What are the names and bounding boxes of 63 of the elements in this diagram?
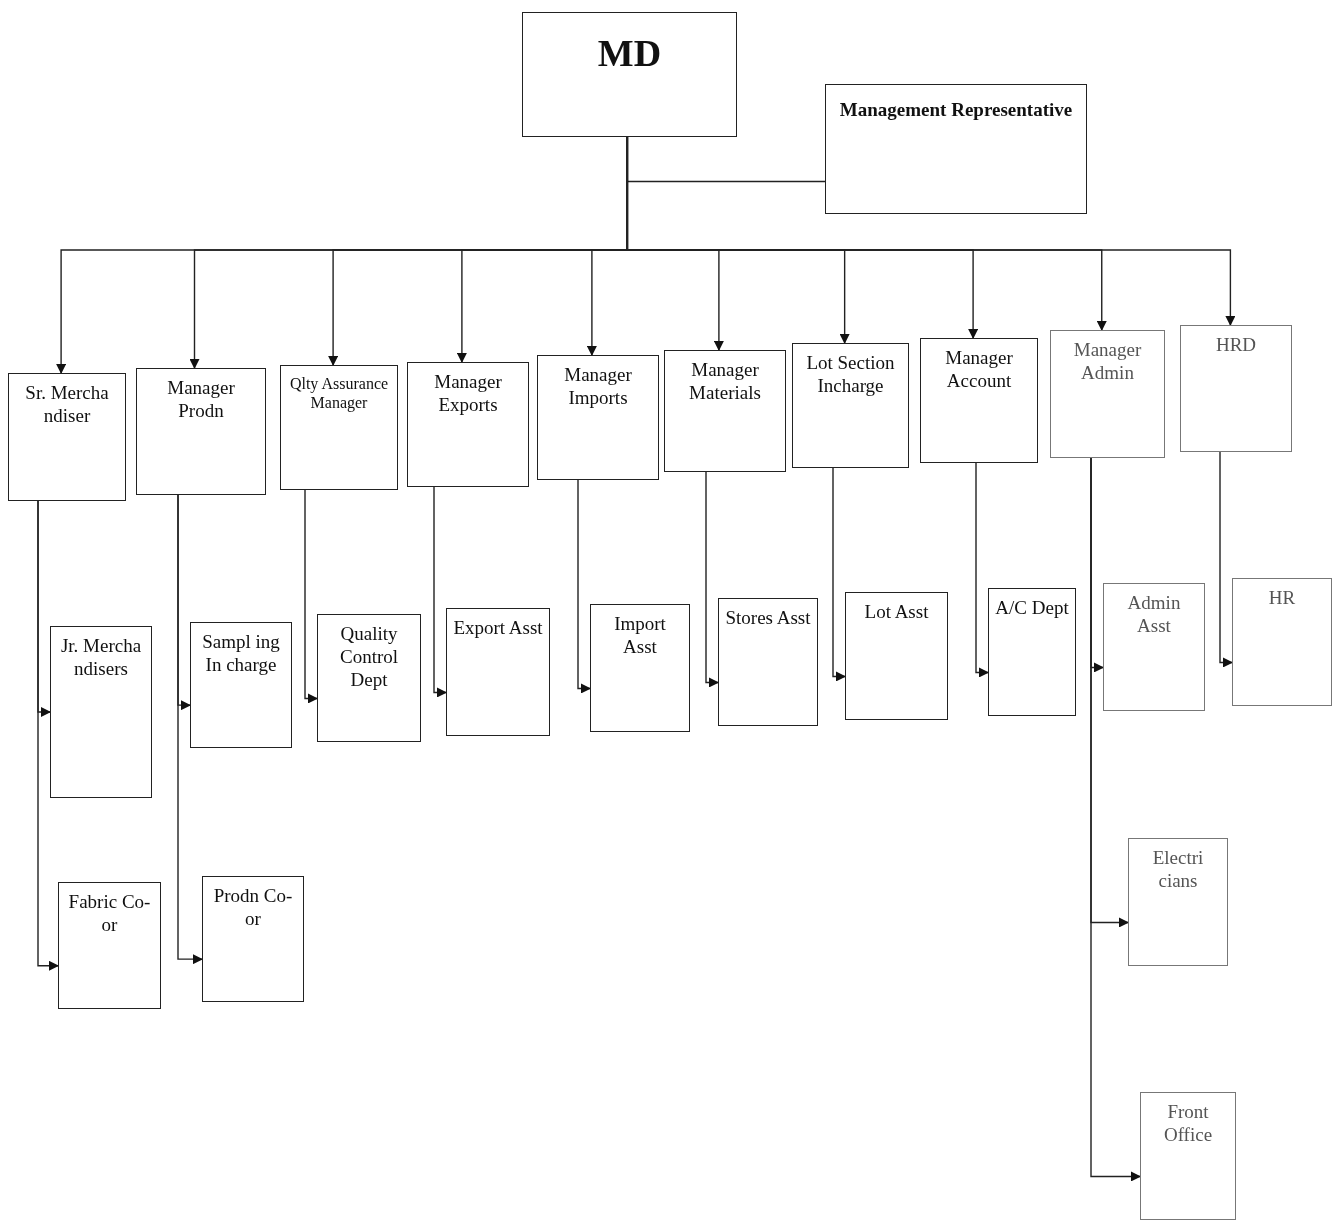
position-title: Manager Account [944,346,1014,393]
top-position-box [522,12,737,137]
position-box [8,373,126,501]
position-title: Sampl ing In charge [201,630,281,677]
position-box [280,365,398,490]
arrow [37,500,59,971]
position-box [1050,330,1165,458]
position-box [317,614,421,742]
position-title: Lot Section Incharge [805,351,896,398]
position-box [590,604,690,732]
arrow [304,489,318,704]
arrow [705,471,719,688]
position-title: Admin Asst [1126,591,1182,638]
position-title: Manager Materials [688,358,762,405]
position-box [58,882,161,1009]
position-title: Import Asst [613,612,667,659]
position-box [446,608,550,736]
position-box [190,622,292,748]
position-box [664,350,786,472]
position-title: Jr. Mercha ndisers [59,634,143,681]
position-title: MD [596,31,663,76]
position-title: HR [1267,586,1297,610]
arrow [1219,451,1233,668]
position-box [718,598,818,726]
position-title: Lot Asst [863,600,930,624]
position-title: Fabric Co-or [67,890,152,937]
position-title: Prodn Co-or [212,884,294,931]
arrow [433,486,447,698]
position-title: Export Asst [452,616,544,640]
position-box [407,362,529,487]
position-box [792,343,909,468]
position-title: HRD [1214,333,1258,357]
position-title: Stores Asst [724,606,812,630]
position-title: Manager Imports [563,363,633,410]
arrow [177,494,203,965]
position-box [202,876,304,1002]
arrow [577,479,591,694]
arrow [975,462,989,678]
position-box [1140,1092,1236,1220]
position-box [1180,325,1292,452]
position-title: Manager Prodn [166,376,236,423]
position-title: Quality Control Dept [338,622,400,692]
position-title: Sr. Mercha ndiser [24,381,110,428]
position-box [50,626,152,798]
position-title: Front Office [1162,1100,1214,1147]
position-box [845,592,948,720]
position-box [136,368,266,495]
arrow [1090,457,1141,1182]
position-box [537,355,659,480]
position-box [920,338,1038,463]
position-title: Manager Exports [433,370,503,417]
arrow [832,467,846,682]
position-box [1232,578,1332,706]
position-title: Qlty Assurance Manager [288,374,390,414]
position-title: Management Representative [838,98,1074,122]
position-title: Manager Admin [1072,338,1143,385]
position-box [988,588,1076,716]
position-title: A/C Dept [994,596,1070,620]
position-box [825,84,1087,214]
position-box [1103,583,1205,711]
position-box [1128,838,1228,966]
arrow [626,136,1236,326]
position-title: Electri cians [1151,846,1205,893]
